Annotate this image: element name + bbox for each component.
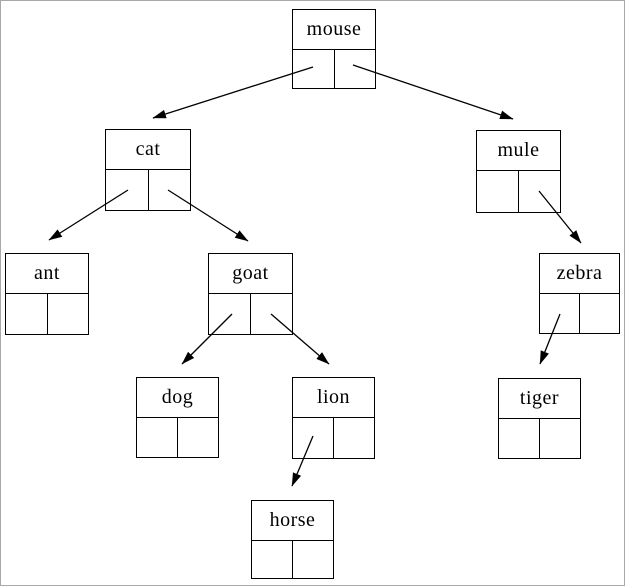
pointer-cells: [293, 50, 375, 88]
right-pointer-cell: [293, 541, 333, 578]
node-label: lion: [293, 378, 374, 418]
node-label: dog: [137, 378, 218, 418]
tree-node-mouse: mouse: [292, 9, 376, 89]
node-label: goat: [209, 254, 292, 294]
left-pointer-cell: [499, 419, 540, 458]
left-pointer-cell: [293, 418, 334, 458]
left-pointer-cell: [137, 418, 178, 457]
tree-node-goat: goat: [208, 253, 293, 335]
left-pointer-cell: [6, 294, 48, 334]
pointer-cells: [106, 170, 190, 210]
node-label: tiger: [499, 379, 580, 419]
right-pointer-cell: [251, 294, 292, 334]
pointer-cells: [499, 419, 580, 458]
left-pointer-cell: [252, 541, 293, 578]
tree-node-zebra: zebra: [539, 253, 620, 334]
right-pointer-cell: [519, 171, 560, 212]
node-label: cat: [106, 130, 190, 170]
node-label: mule: [477, 131, 560, 171]
left-pointer-cell: [540, 294, 580, 333]
node-label: zebra: [540, 254, 619, 294]
edge-mouse-left-cat: [152, 66, 314, 119]
tree-node-mule: mule: [476, 130, 561, 213]
left-pointer-cell: [209, 294, 251, 334]
node-label: horse: [252, 501, 333, 541]
tree-node-ant: ant: [5, 253, 89, 335]
tree-node-tiger: tiger: [498, 378, 581, 459]
right-pointer-cell: [540, 419, 580, 458]
tree-node-dog: dog: [136, 377, 219, 458]
tree-node-horse: horse: [251, 500, 334, 579]
right-pointer-cell: [178, 418, 218, 457]
node-label: ant: [6, 254, 88, 294]
left-pointer-cell: [293, 50, 335, 88]
pointer-cells: [137, 418, 218, 457]
node-label: mouse: [293, 10, 375, 50]
pointer-cells: [6, 294, 88, 334]
pointer-cells: [252, 541, 333, 578]
right-pointer-cell: [580, 294, 619, 333]
right-pointer-cell: [149, 170, 191, 210]
pointer-cells: [293, 418, 374, 458]
tree-node-lion: lion: [292, 377, 375, 459]
pointer-cells: [477, 171, 560, 212]
left-pointer-cell: [106, 170, 149, 210]
pointer-cells: [540, 294, 619, 333]
edge-mouse-right-mule: [352, 64, 514, 120]
pointer-cells: [209, 294, 292, 334]
left-pointer-cell: [477, 171, 519, 212]
tree-node-cat: cat: [105, 129, 191, 211]
right-pointer-cell: [335, 50, 376, 88]
right-pointer-cell: [48, 294, 89, 334]
right-pointer-cell: [334, 418, 374, 458]
